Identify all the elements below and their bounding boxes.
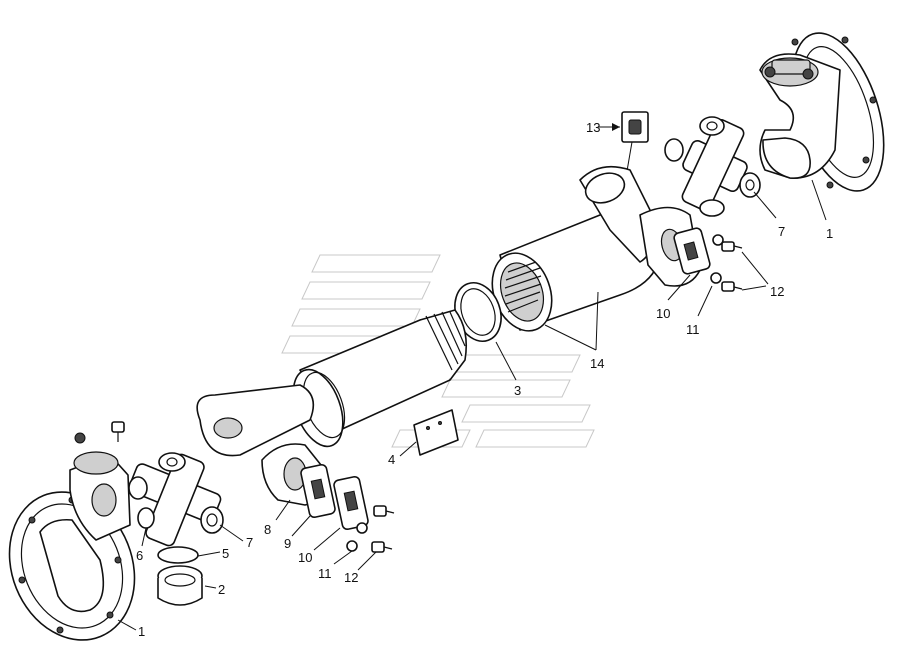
needle-bearing-cup: [157, 565, 203, 606]
lock-plate-top: [673, 227, 724, 284]
universal-joint-cross-bottom: [128, 452, 224, 547]
callout-7-bottom: 7: [246, 535, 253, 550]
callout-13: 13: [586, 120, 600, 135]
bolt-top-b: [721, 281, 743, 292]
leader-lines: [117, 179, 827, 631]
callout-10-bottom: 10: [298, 550, 312, 565]
splined-shaft-yoke: [196, 309, 468, 506]
callout-10-top: 10: [656, 306, 670, 321]
callout-5: 5: [222, 546, 229, 561]
slip-yoke-sleeve: [491, 165, 701, 332]
plug: [137, 507, 155, 529]
flange-yoke-top: [759, 32, 885, 192]
balance-plate: [413, 409, 459, 456]
callout-12-top: 12: [770, 284, 784, 299]
flange-yoke-bottom: [8, 421, 136, 641]
bolt-top-a: [721, 241, 743, 252]
callout-14: 14: [590, 356, 604, 371]
callout-labels: 1 7 13 14 10 11 12 3 4 7 5 6 2 1 8 9 10 …: [136, 120, 833, 639]
watermark: [281, 254, 595, 448]
bearing-seal: [157, 546, 199, 564]
bolt-bottom-a: [373, 505, 395, 517]
universal-joint-cross-top: [664, 116, 761, 217]
callout-1-bottom: 1: [138, 624, 145, 639]
callout-4: 4: [388, 452, 395, 467]
callout-1-top: 1: [826, 226, 833, 241]
lock-plate-bottom: [300, 463, 369, 552]
callout-9: 9: [284, 536, 291, 551]
callout-11-top: 11: [686, 322, 700, 337]
callout-3: 3: [514, 383, 521, 398]
bolt-bottom-b: [371, 541, 393, 553]
callout-12-bottom: 12: [344, 570, 358, 585]
callout-11-bottom: 11: [318, 566, 332, 581]
grease-fitting: [598, 111, 649, 201]
callout-8: 8: [264, 522, 271, 537]
callout-2: 2: [218, 582, 225, 597]
callout-7-top: 7: [778, 224, 785, 239]
callout-6: 6: [136, 548, 143, 563]
